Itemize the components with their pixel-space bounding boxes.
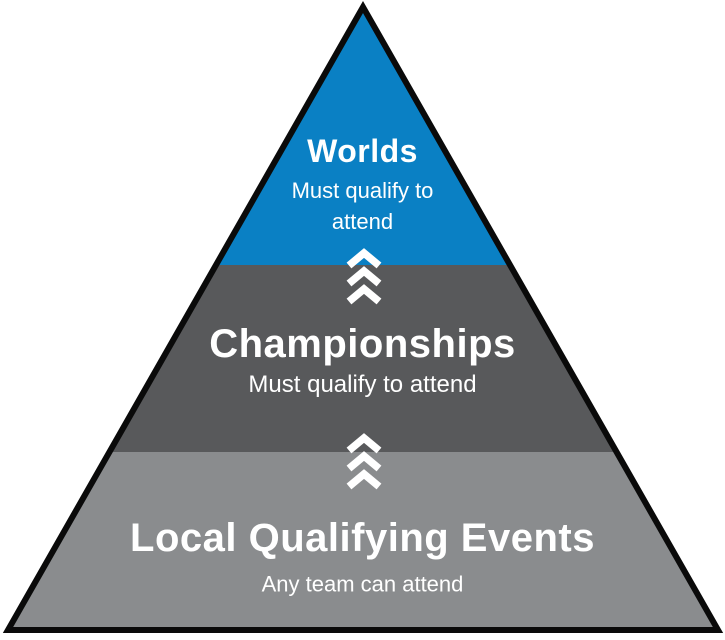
tier-worlds-subtitle-text: Must qualify to attend (291, 178, 434, 234)
tier-local-qualifying-events-shape (8, 452, 718, 630)
tier-worlds-subtitle: Must qualify to attend (0, 175, 725, 237)
triple-chevron-up-icon (346, 248, 382, 305)
tier-championships-subtitle: Must qualify to attend (248, 371, 477, 398)
tier-local-qualifying-events-title: Local Qualifying Events (130, 516, 595, 560)
tier-championships-title: Championships (209, 322, 516, 366)
triple-chevron-up-icon (346, 433, 382, 490)
tier-worlds-title: Worlds (307, 133, 418, 169)
tier-local-qualifying-events-subtitle: Any team can attend (261, 571, 464, 597)
